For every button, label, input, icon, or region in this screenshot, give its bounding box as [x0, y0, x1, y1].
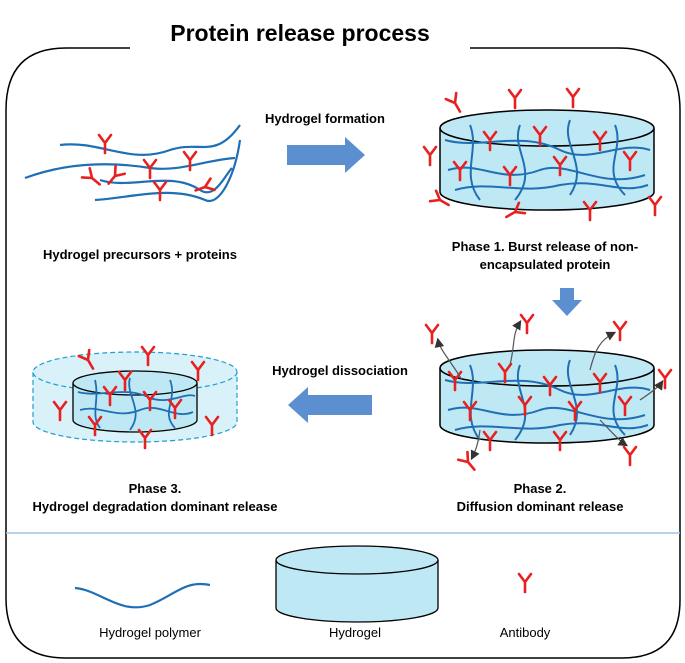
outer-frame — [5, 47, 681, 659]
precursor-polymers — [24, 124, 242, 203]
legend-hydrogel-icon — [275, 545, 439, 623]
formation-arrow — [287, 137, 365, 173]
phase3-label-line1: Phase 3. — [128, 481, 182, 496]
legend-antibody-label: Antibody — [499, 625, 551, 640]
precursors-label: Hydrogel precursors + proteins — [43, 247, 237, 262]
phase3-label-line2: Hydrogel degradation dominant release — [32, 499, 278, 514]
phase2-label-line2: Diffusion dominant release — [456, 499, 624, 514]
legend-antibody-icon — [517, 572, 533, 594]
diagram-title: Protein release process — [170, 20, 430, 46]
legend-polymer-label: Hydrogel polymer — [99, 625, 201, 640]
down-arrow — [552, 288, 582, 316]
dissociation-step-label: Hydrogel dissociation — [272, 363, 408, 378]
phase2-hydrogel — [439, 349, 655, 444]
legend-polymer-icon — [74, 582, 211, 609]
dissociation-arrow — [288, 387, 372, 423]
phase1-label-line2: encapsulated protein — [479, 257, 611, 272]
formation-step-label: Hydrogel formation — [265, 111, 385, 126]
precursor-antibodies — [80, 133, 216, 202]
phase1-label-line1: Phase 1. Burst release of non- — [451, 239, 639, 254]
phase1-hydrogel — [439, 109, 655, 211]
legend-hydrogel-label: Hydrogel — [328, 625, 382, 640]
phase3-hydrogel — [32, 351, 238, 443]
diffusion-arrows — [434, 319, 664, 461]
phase2-label-line1: Phase 2. — [513, 481, 567, 496]
